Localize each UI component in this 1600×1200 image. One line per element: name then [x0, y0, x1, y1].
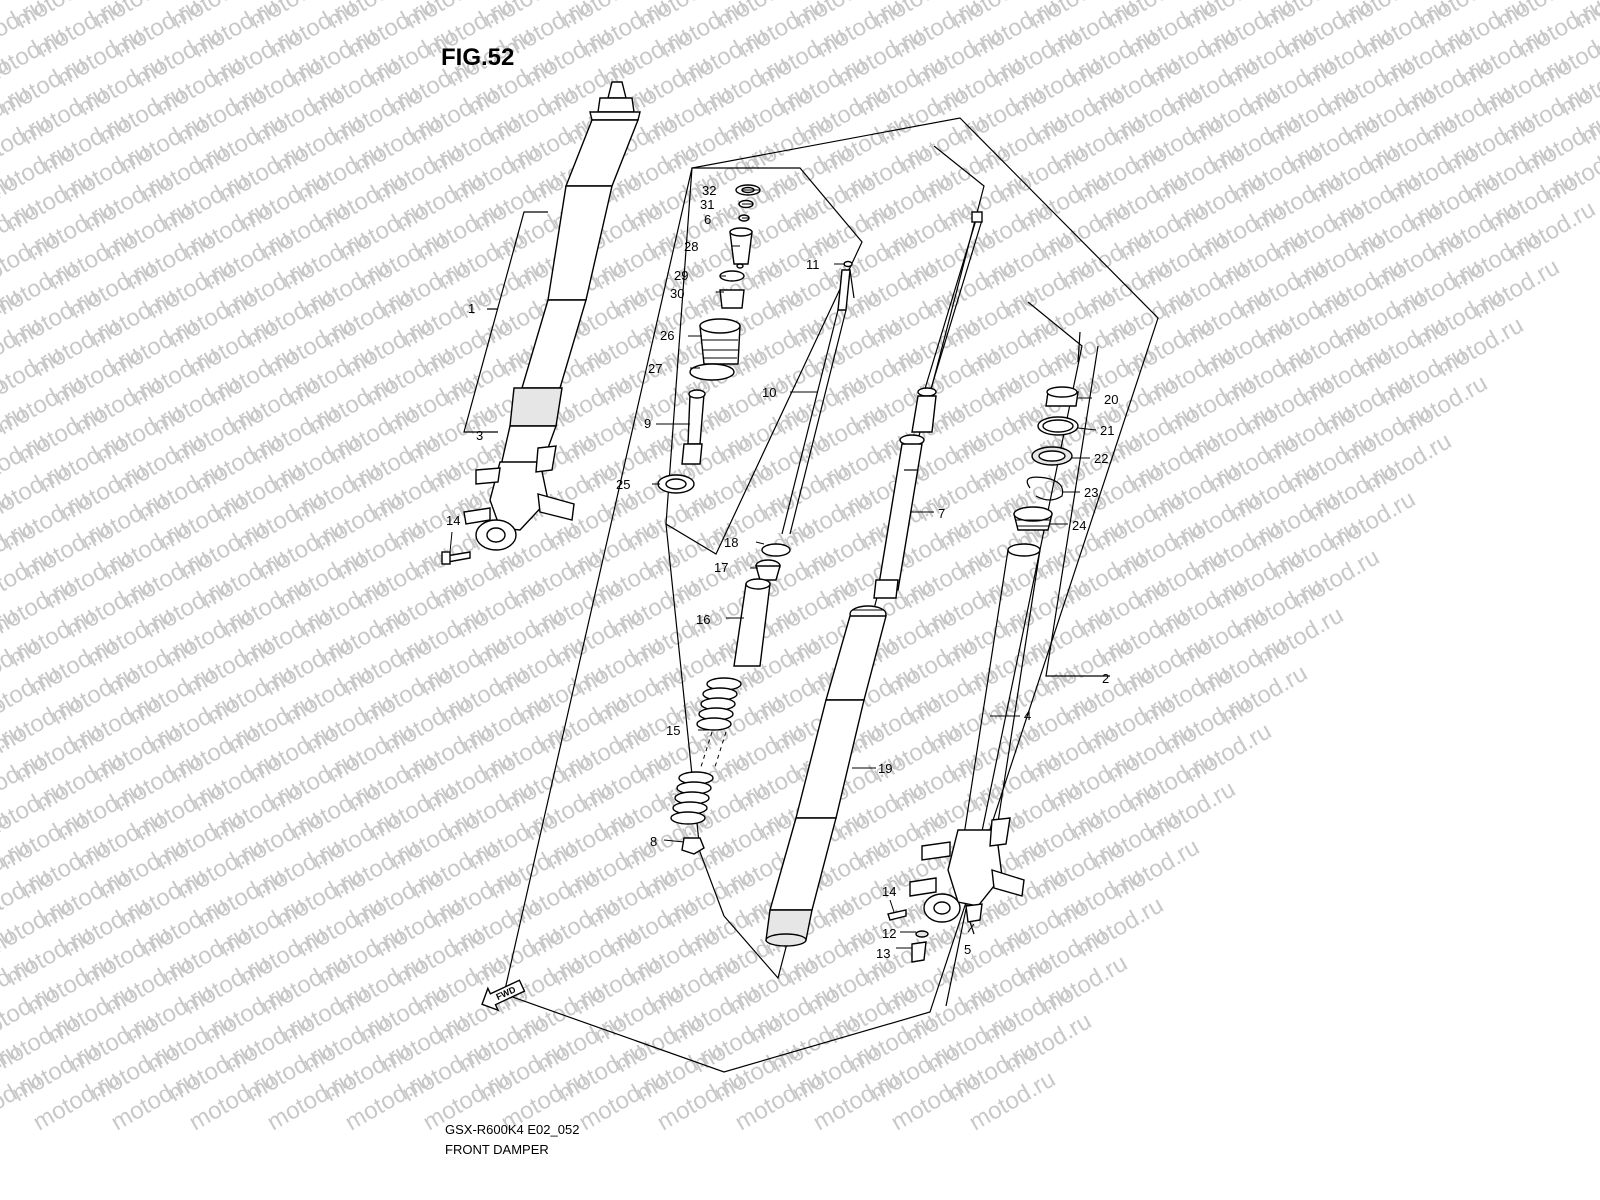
callout-15: 15	[666, 723, 680, 738]
callout-13: 13	[876, 946, 890, 961]
callout-18: 18	[724, 535, 738, 550]
spring-coil	[696, 717, 732, 731]
watermark-layer: motod.rumotod.rumotod.rumotod.rumotod.ru…	[0, 0, 1600, 1136]
figure-title: FIG.52	[441, 44, 514, 71]
callout-11: 11	[806, 257, 820, 272]
callout-21: 21	[1100, 423, 1114, 438]
callout-23: 23	[1084, 485, 1098, 500]
callout-2: 2	[1102, 671, 1109, 686]
model-code-caption: GSX-R600K4 E02_052	[445, 1122, 579, 1137]
callout-29: 29	[674, 268, 688, 283]
callout-5: 5	[964, 942, 971, 957]
callout-6: 6	[704, 212, 711, 227]
callout-7: 7	[938, 506, 945, 521]
callout-19: 19	[878, 761, 892, 776]
callout-25: 25	[616, 477, 630, 492]
callout-4: 4	[1024, 708, 1031, 723]
callout-8: 8	[650, 834, 657, 849]
callout-14-lower: 14	[882, 884, 896, 899]
callout-24: 24	[1072, 518, 1086, 533]
callout-10: 10	[762, 385, 776, 400]
callout-22: 22	[1094, 451, 1108, 466]
callout-17: 17	[714, 560, 728, 575]
callout-14-upper: 14	[446, 513, 460, 528]
callout-30: 30	[670, 286, 684, 301]
callout-28: 28	[684, 239, 698, 254]
callout-26: 26	[660, 328, 674, 343]
callout-20: 20	[1104, 392, 1118, 407]
callout-1: 1	[468, 301, 475, 316]
callout-3: 3	[476, 428, 483, 443]
spring-coil	[670, 811, 706, 825]
callout-27: 27	[648, 361, 662, 376]
callout-12: 12	[882, 926, 896, 941]
callout-9: 9	[644, 416, 651, 431]
callout-32: 32	[702, 183, 716, 198]
callout-16: 16	[696, 612, 710, 627]
part-name-caption: FRONT DAMPER	[445, 1142, 549, 1157]
callout-31: 31	[700, 197, 714, 212]
